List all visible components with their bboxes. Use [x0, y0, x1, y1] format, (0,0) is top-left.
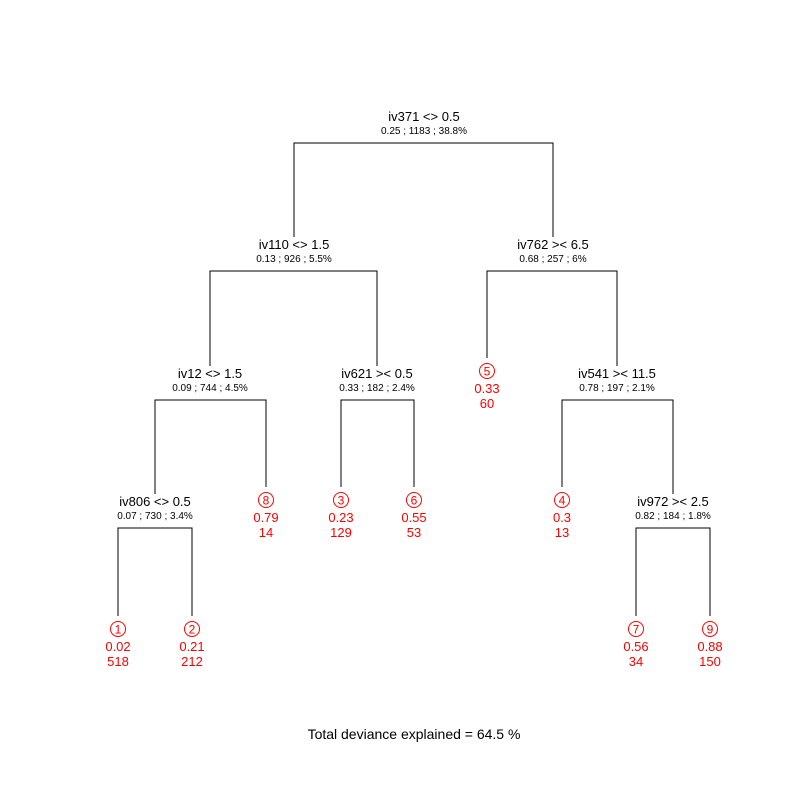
leaf-circle-icon [110, 621, 126, 637]
leaf-count: 60 [480, 396, 494, 411]
split-stats: 0.13 ; 926 ; 5.5% [256, 254, 332, 265]
leaf-value: 0.56 [623, 639, 648, 654]
split-node-n621: iv621 >< 0.5 0.33 ; 182 ; 2.4% [339, 366, 415, 394]
leaf-circle-icon [258, 492, 274, 508]
deviance-footer: Total deviance explained = 64.5 % [308, 726, 521, 742]
leaf-number: 8 [263, 494, 270, 508]
leaf-count: 34 [629, 654, 643, 669]
split-stats: 0.09 ; 744 ; 4.5% [172, 383, 248, 394]
leaf-number: 2 [189, 623, 196, 637]
tree-edge-root [293, 142, 554, 237]
tree-edge-n12 [154, 399, 267, 494]
split-node-root: iv371 <> 0.5 0.25 ; 1183 ; 38.8% [381, 109, 467, 137]
tree-edge-n621 [340, 399, 415, 487]
tree-edges [117, 142, 711, 616]
leaf-value: 0.33 [474, 381, 499, 396]
leaf-number: 4 [559, 494, 566, 508]
leaf-node-4: 4 0.313 [553, 492, 571, 540]
leaf-circle-icon [479, 363, 495, 379]
split-condition: iv110 <> 1.5 [259, 237, 330, 252]
split-condition: iv371 <> 0.5 [388, 109, 460, 124]
split-condition: iv972 >< 2.5 [637, 494, 709, 509]
leaf-value: 0.21 [179, 639, 204, 654]
split-condition: iv806 <> 0.5 [119, 494, 191, 509]
leaf-count: 150 [699, 654, 721, 669]
leaf-number: 3 [338, 494, 345, 508]
split-stats: 0.82 ; 184 ; 1.8% [635, 511, 711, 522]
split-node-n541: iv541 >< 11.5 0.78 ; 197 ; 2.1% [578, 366, 656, 394]
split-node-n972: iv972 >< 2.5 0.82 ; 184 ; 1.8% [635, 494, 711, 522]
leaf-circle-icon [554, 492, 570, 508]
leaf-circle-icon [702, 621, 718, 637]
split-node-n12: iv12 <> 1.5 0.09 ; 744 ; 4.5% [172, 366, 248, 394]
leaf-value: 0.55 [401, 510, 426, 525]
leaf-circle-icon [184, 621, 200, 637]
leaf-value: 0.3 [553, 510, 571, 525]
leaf-value: 0.79 [253, 510, 278, 525]
leaf-count: 53 [407, 525, 421, 540]
tree-edge-n806 [117, 527, 193, 616]
split-node-n110: iv110 <> 1.5 0.13 ; 926 ; 5.5% [256, 237, 332, 265]
leaf-circle-icon [333, 492, 349, 508]
tree-edge-n972 [635, 527, 711, 616]
leaf-circle-icon [406, 492, 422, 508]
leaf-count: 518 [107, 654, 129, 669]
leaf-number: 7 [633, 623, 640, 637]
tree-edge-n541 [561, 399, 674, 494]
split-node-n762: iv762 >< 6.5 0.68 ; 257 ; 6% [517, 237, 589, 265]
split-stats: 0.07 ; 730 ; 3.4% [117, 511, 193, 522]
split-stats: 0.78 ; 197 ; 2.1% [579, 383, 655, 394]
leaf-count: 14 [259, 525, 273, 540]
tree-nodes: iv371 <> 0.5 0.25 ; 1183 ; 38.8% iv110 <> … [105, 109, 722, 669]
tree-edge-n110 [209, 270, 378, 366]
split-condition: iv12 <> 1.5 [178, 366, 242, 381]
leaf-value: 0.02 [105, 639, 130, 654]
leaf-number: 6 [411, 494, 418, 508]
leaf-number: 5 [484, 365, 491, 379]
leaf-count: 212 [181, 654, 203, 669]
leaf-number: 1 [115, 623, 122, 637]
leaf-value: 0.23 [328, 510, 353, 525]
tree-edge-n762 [486, 270, 618, 366]
leaf-value: 0.88 [697, 639, 722, 654]
split-stats: 0.33 ; 182 ; 2.4% [339, 383, 415, 394]
leaf-circle-icon [628, 621, 644, 637]
leaf-number: 9 [707, 623, 714, 637]
split-stats: 0.25 ; 1183 ; 38.8% [381, 126, 467, 137]
split-condition: iv621 >< 0.5 [341, 366, 413, 381]
split-node-n806: iv806 <> 0.5 0.07 ; 730 ; 3.4% [117, 494, 193, 522]
split-condition: iv541 >< 11.5 [578, 366, 656, 381]
leaf-count: 13 [555, 525, 569, 540]
leaf-count: 129 [330, 525, 352, 540]
split-stats: 0.68 ; 257 ; 6% [519, 254, 586, 265]
split-condition: iv762 >< 6.5 [517, 237, 589, 252]
